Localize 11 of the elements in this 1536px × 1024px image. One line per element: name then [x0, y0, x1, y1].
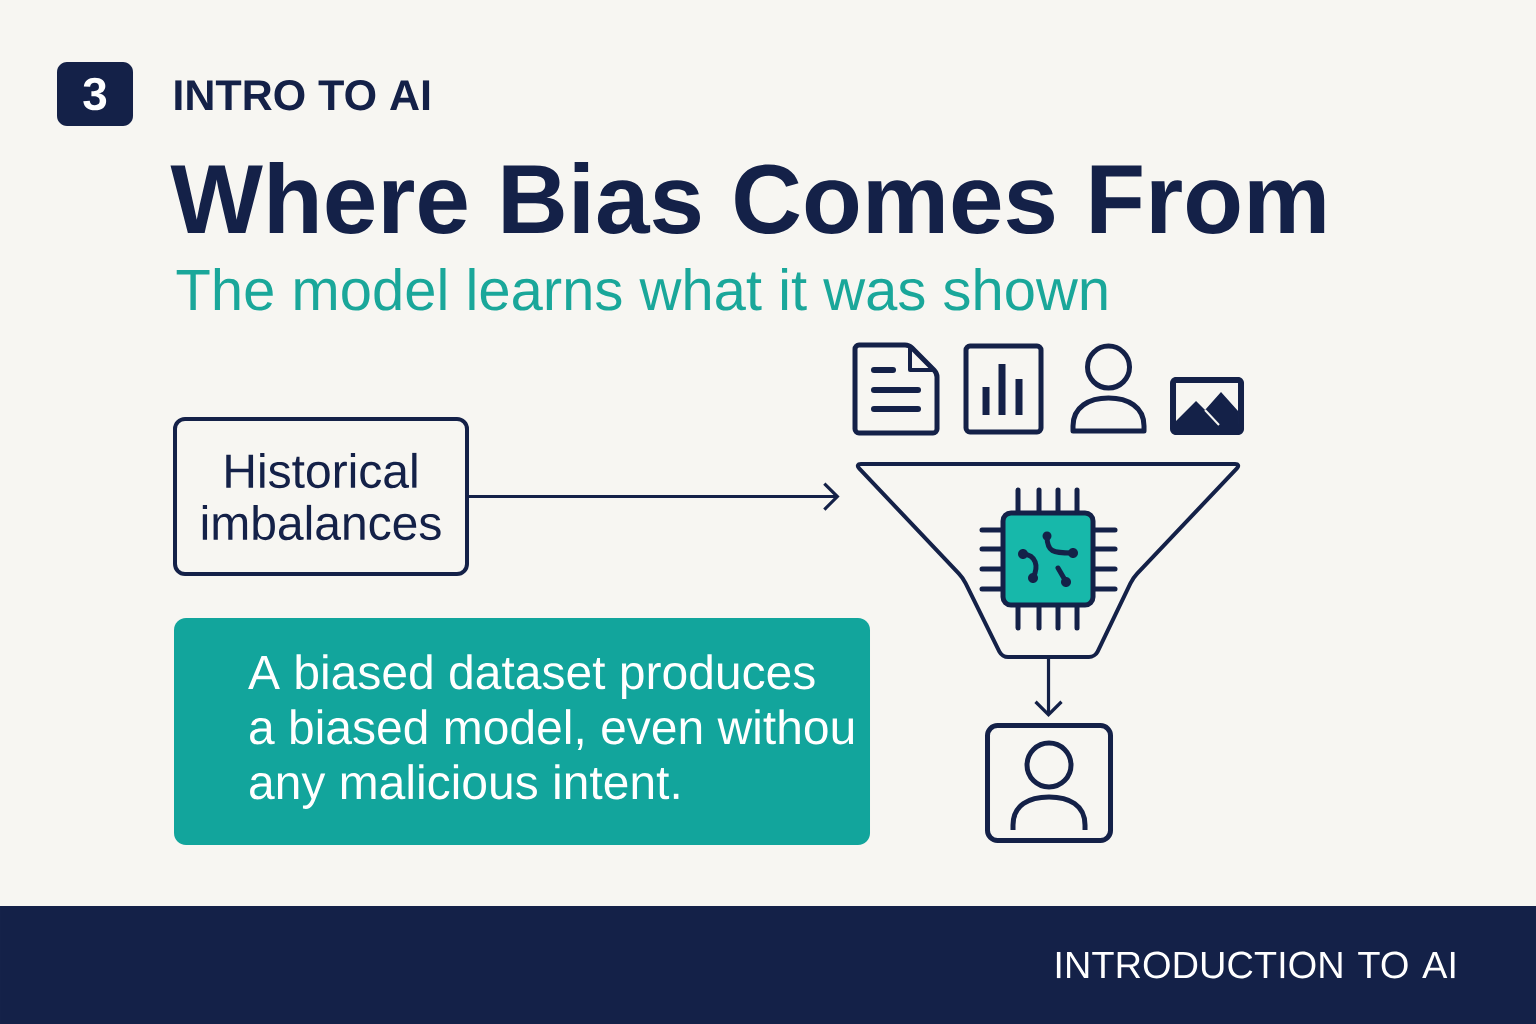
title: Where Bias Comes From [170, 162, 1325, 234]
number-badge: 3 [57, 62, 133, 126]
person-icon [985, 723, 1113, 843]
footer-bar: INTRODUCTION TO AI [0, 906, 1536, 1024]
subtitle: The model learns what it was shown [176, 268, 1107, 311]
arrow [467, 482, 840, 511]
text-box: Historical imbalances [173, 417, 469, 576]
callout-box: A biased dataset produces a biased model, even withou any malicious intent. [174, 618, 870, 845]
funnel [855, 462, 1241, 659]
arrow [1034, 657, 1063, 717]
section-label: INTRO TO AI [175, 80, 430, 111]
